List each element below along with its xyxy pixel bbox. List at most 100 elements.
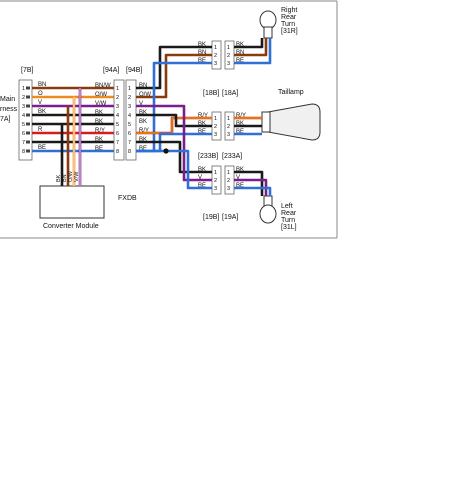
conn-18-a-wire-label: BE (236, 58, 244, 64)
conn-233-a-wire-label: BK (236, 121, 244, 127)
converter-wire-label: V/W (74, 171, 80, 182)
conn-19-a-pin-number: 2 (227, 178, 230, 184)
conn-94b-pin-number: 7 (128, 140, 131, 146)
conn-7b-pin-number: 6 (22, 131, 25, 137)
main-harness-label-3: 7A] (0, 116, 11, 123)
conn-19-a-wire-label: V (236, 175, 240, 181)
conn-94b-label: [94B] (126, 67, 142, 74)
conn-19-a-wire-label: BK (236, 167, 244, 173)
right-turn-lamp (259, 10, 277, 39)
converter-wire-label: O/W (68, 170, 74, 182)
wire-18a-bk (234, 38, 264, 49)
conn-94a-pin-number: 4 (116, 113, 119, 119)
conn-19-b-wire-label: V (198, 175, 202, 181)
conn-18-a-pin-number: 2 (227, 53, 230, 59)
conn-7b-pin (26, 113, 30, 117)
conn-94b-wire-label: BK (139, 137, 147, 143)
conn-19-b-wire-label: BK (198, 167, 206, 173)
conn-7b-pin (26, 140, 30, 144)
taillamp (261, 103, 321, 141)
conn-233-a-wire-label: BE (236, 129, 244, 135)
conn-94b-pin-number: 1 (128, 86, 131, 92)
conn-233-b-pin-number: 3 (214, 132, 217, 138)
conn-7b-pin (26, 122, 30, 126)
conn-233b-label: [233B] (198, 153, 218, 160)
left-turn-lamp (259, 195, 277, 224)
conn-19-a-pin-number: 3 (227, 186, 230, 192)
conn-94b-wire-label: R/Y (139, 128, 149, 134)
wire-7b-label: O (38, 91, 43, 97)
conn-7b-housing (18, 79, 33, 161)
conn-94a-pin-number: 8 (116, 149, 119, 155)
left-turn-label-2: Rear (281, 210, 297, 217)
conn-19-a-wire-label: BE (236, 183, 244, 189)
conn-7b-pin (26, 149, 30, 153)
conn-19-a-pin-number: 1 (227, 170, 230, 176)
conn-18-b-wire-label: BE (198, 58, 206, 64)
conn-94a-label: [94A] (103, 67, 119, 74)
conn-94b-wire-label: BK (139, 110, 147, 116)
conn-18a-label: [18A] (222, 90, 238, 97)
conn-233-a-pin-number: 3 (227, 132, 230, 138)
left-turn-label-1: Left (281, 203, 293, 210)
wire-7b-label: BK (38, 109, 46, 115)
conn-7b-pin (26, 95, 30, 99)
left-turn-label-4: [31L] (281, 224, 297, 231)
left-turn-label-3: Turn (281, 217, 295, 224)
wire-18-bk (136, 45, 212, 90)
conn-233-b-pin-number: 1 (214, 116, 217, 122)
conn-94a-wire-label: BK (95, 137, 103, 143)
conn-94a-wire-label: BN/W (95, 83, 111, 89)
conn-94b-wire-label: BK (139, 119, 147, 125)
conn-19b-label: [19B] (203, 214, 219, 221)
conn-94a-pin-number: 7 (116, 140, 119, 146)
conn-18-b-pin-number: 3 (214, 61, 217, 67)
wire-19-bk (136, 140, 212, 174)
conn-94a-pin-number: 6 (116, 131, 119, 137)
conn-233-a-pin-number: 1 (227, 116, 230, 122)
conn-94a-pin-number: 3 (116, 104, 119, 110)
conn-233a-label: [233A] (222, 153, 242, 160)
conn-94b-pin-number: 8 (128, 149, 131, 155)
converter-module (39, 185, 105, 219)
right-turn-label-4: [31R] (281, 28, 298, 35)
wire-19-v (136, 104, 212, 182)
wire-7b-label: R (38, 127, 43, 133)
conn-7b-pin (26, 131, 30, 135)
conn-94b-pin-number: 3 (128, 104, 131, 110)
conn-19-b-pin-number: 1 (214, 170, 217, 176)
wire-7b-label: BE (38, 145, 46, 151)
conn-7b-pin (26, 104, 30, 108)
right-turn-label-2: Rear (281, 14, 297, 21)
conn-7b-pin-number: 3 (22, 104, 25, 110)
conn-94a-wire-label: R/Y (95, 128, 105, 134)
wire-18-bn (136, 53, 212, 99)
wire-7b-label: BN (38, 82, 46, 88)
conn-18-b-pin-number: 2 (214, 53, 217, 59)
conn-7b-pin-number: 5 (22, 122, 25, 128)
conn-233-a-pin-number: 2 (227, 124, 230, 130)
wire-19-be (136, 149, 212, 190)
conn-233-a-wire-label: R/Y (236, 113, 246, 119)
conn-19a-label: [19A] (222, 214, 238, 221)
conn-94b-wire-label: O/W (139, 92, 151, 98)
wire-233-bk (136, 113, 212, 128)
conn-94a-housing (113, 79, 125, 161)
conn-18-b-wire-label: BN (198, 50, 206, 56)
conn-19-b-pin-number: 2 (214, 178, 217, 184)
conn-233-b-wire-label: BE (198, 129, 206, 135)
right-turn-label-1: Right (281, 7, 297, 14)
conn-94b-wire-label: BE (139, 146, 147, 152)
conn-7b-pin-number: 7 (22, 140, 25, 146)
main-harness-label-2: rness (0, 106, 18, 113)
conn-94b-pin-number: 5 (128, 122, 131, 128)
conn-233-b-wire-label: R/Y (198, 113, 208, 119)
conn-7b-pin-number: 8 (22, 149, 25, 155)
wire-18a-be (234, 38, 272, 65)
conn-7b-pin-number: 1 (22, 86, 25, 92)
wire-233-ry-stripe (136, 117, 212, 134)
conn-94a-wire-label: BK (95, 110, 103, 116)
conn-18-a-wire-label: BN (236, 50, 244, 56)
conn-18-a-wire-label: BK (236, 42, 244, 48)
